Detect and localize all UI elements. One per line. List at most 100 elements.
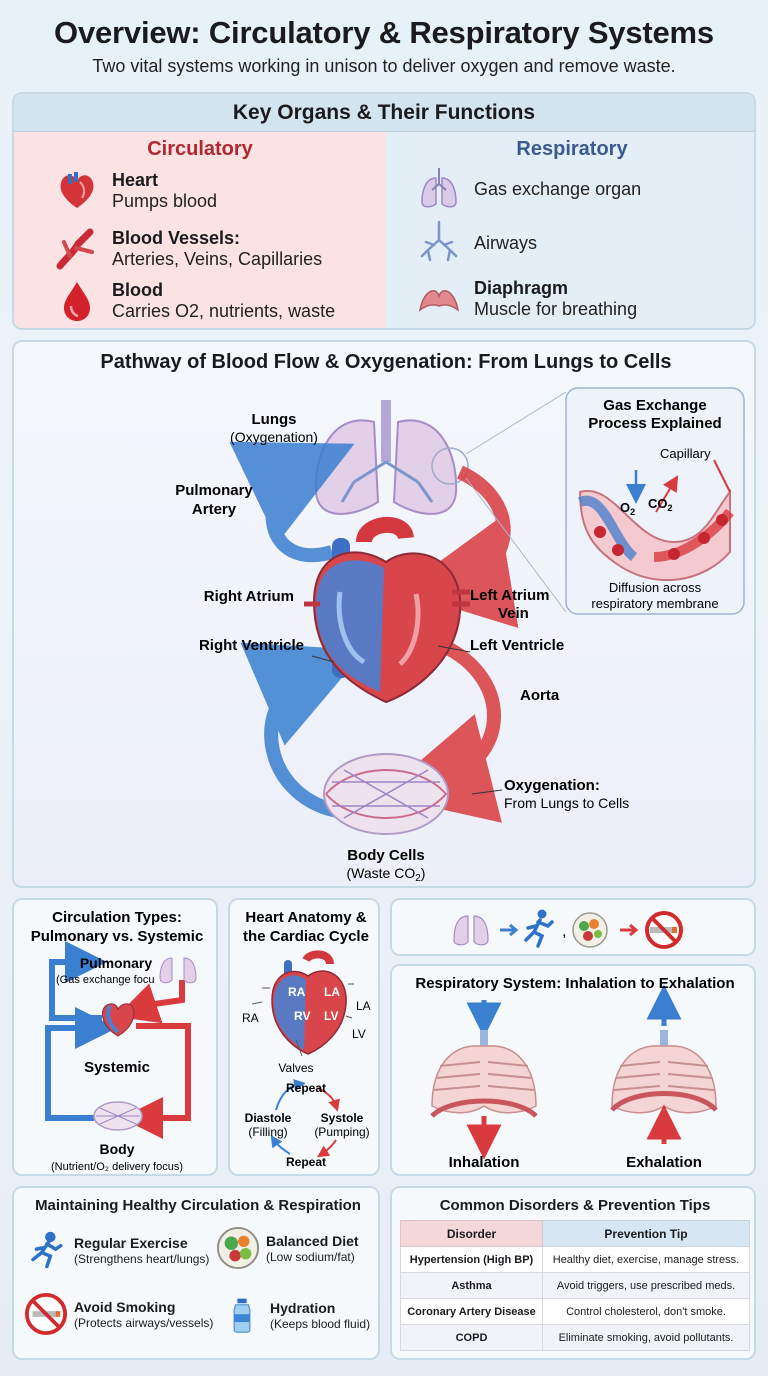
ha-valves: Valves xyxy=(278,1061,313,1075)
pathway-panel: Pathway of Blood Flow & Oxygenation: Fro… xyxy=(12,340,756,888)
running-icon xyxy=(524,909,554,948)
lungs-illustration xyxy=(314,400,469,515)
organ-diaphragm-name: Diaphragm xyxy=(474,278,569,298)
circ-pulmonary: Pulmonary xyxy=(80,955,153,971)
table-cell-tip: Healthy diet, exercise, manage stress. xyxy=(542,1246,750,1273)
ha-title-2: the Cardiac Cycle xyxy=(243,928,369,945)
ha-rv-inner: RV xyxy=(294,1009,310,1023)
diaphragm-icon xyxy=(418,290,460,312)
table-cell-tip: Avoid triggers, use prescribed meds. xyxy=(542,1272,750,1299)
table-row: Hypertension (High BP) Healthy diet, exe… xyxy=(400,1246,750,1273)
tip-hydration-name: Hydration xyxy=(270,1300,336,1316)
gas-exchange-inset xyxy=(465,387,745,615)
disorders-title: Common Disorders & Prevention Tips xyxy=(439,1197,711,1214)
tip-smoking-name: Avoid Smoking xyxy=(74,1299,176,1315)
tip-diet-name: Balanced Diet xyxy=(266,1233,359,1249)
gas-exchange-o2: O2 xyxy=(620,500,635,517)
circulation-types-diagram: Circulation Types: Pulmonary vs. Systemi… xyxy=(31,909,204,1173)
label-left-ventricle: Left Ventricle xyxy=(470,637,564,654)
ha-ra-outer: RA xyxy=(242,1011,259,1025)
resp-cycle-title: Respiratory System: Inhalation to Exhala… xyxy=(415,975,734,992)
label-body-cells-sub: (Waste CO2) xyxy=(347,865,426,884)
label-body-cells: Body Cells xyxy=(347,847,425,864)
table-header-disorder: Disorder xyxy=(400,1220,543,1247)
table-row: COPD Eliminate smoking, avoid pollutants… xyxy=(400,1324,750,1351)
organ-heart-name: Heart xyxy=(112,170,159,190)
blood-drop-icon xyxy=(64,282,90,321)
diet-icon xyxy=(216,1226,260,1270)
disorders-panel: Common Disorders & Prevention Tips Disor… xyxy=(390,1186,756,1360)
resp-inhalation: Inhalation xyxy=(449,1154,520,1171)
ha-la-outer: LA xyxy=(356,999,371,1013)
tip-exercise: Regular Exercise(Strengthens heart/lungs… xyxy=(26,1230,209,1270)
ha-lv-inner: LV xyxy=(324,1009,338,1023)
organ-heart-desc: Pumps blood xyxy=(112,191,218,211)
circ-body-sub: (Nutrient/O₂ delivery focus) xyxy=(51,1161,183,1173)
lungs-icon xyxy=(421,168,457,208)
key-organs-title: Key Organs & Their Functions xyxy=(232,101,536,124)
table-cell-disorder: Coronary Artery Disease xyxy=(400,1298,543,1325)
icon-strip-separator: , xyxy=(562,923,566,940)
table-cell-disorder: COPD xyxy=(400,1324,543,1351)
ha-repeat-top: Repeat xyxy=(286,1081,326,1095)
label-oxygenation: Oxygenation: xyxy=(504,777,600,794)
organ-airways: Airways xyxy=(416,220,537,266)
organ-blood-name: Blood xyxy=(112,280,163,300)
organ-blood-vessels: Blood Vessels:Arteries, Veins, Capillari… xyxy=(54,226,322,272)
circulation-types-panel: Circulation Types: Pulmonary vs. Systemi… xyxy=(12,898,218,1176)
pathway-title: Pathway of Blood Flow & Oxygenation: Fro… xyxy=(100,351,672,373)
ha-diastole: Diastole xyxy=(245,1111,292,1125)
healthy-title: Maintaining Healthy Circulation & Respir… xyxy=(35,1197,361,1214)
label-lungs: Lungs xyxy=(252,411,297,428)
gas-exchange-co2: CO2 xyxy=(648,496,673,513)
circ-title-2: Pulmonary vs. Systemic xyxy=(31,928,204,945)
inhalation-illustration xyxy=(430,1000,538,1160)
tip-exercise-desc: (Strengthens heart/lungs) xyxy=(74,1252,210,1266)
ha-la-inner: LA xyxy=(324,985,340,999)
respiratory-cycle-panel: Respiratory System: Inhalation to Exhala… xyxy=(390,964,756,1176)
organ-lungs: Gas exchange organ xyxy=(416,166,641,212)
table-cell-disorder: Asthma xyxy=(400,1272,543,1299)
ha-systole: Systole xyxy=(321,1111,364,1125)
header: Overview: Circulatory & Respiratory Syst… xyxy=(0,0,768,88)
organ-airways-desc: Airways xyxy=(474,233,538,253)
gas-exchange-title-2: Process Explained xyxy=(588,415,721,432)
gas-exchange-caption-2: respiratory membrane xyxy=(591,596,718,611)
organ-blood-vessels-name: Blood Vessels: xyxy=(112,228,241,248)
gas-exchange-caption-1: Diffusion across xyxy=(609,580,702,595)
ha-systole-sub: (Pumping) xyxy=(314,1125,369,1139)
table-cell-tip: Control cholesterol, don't smoke. xyxy=(542,1298,750,1325)
heart-icon xyxy=(60,172,94,208)
tip-smoking: Avoid Smoking(Protects airways/vessels) xyxy=(24,1292,213,1336)
ha-diastole-sub: (Filling) xyxy=(248,1125,287,1139)
circ-body: Body xyxy=(100,1141,135,1157)
table-row: Coronary Artery Disease Control choleste… xyxy=(400,1298,750,1325)
heart-illustration xyxy=(304,516,470,704)
table-cell-tip: Eliminate smoking, avoid pollutants. xyxy=(542,1324,750,1351)
ha-lv-outer: LV xyxy=(352,1027,366,1041)
table-row: Asthma Avoid triggers, use prescribed me… xyxy=(400,1272,750,1299)
organ-lungs-desc: Gas exchange organ xyxy=(474,179,642,199)
gas-exchange-capillary: Capillary xyxy=(660,446,711,461)
ha-title-1: Heart Anatomy & xyxy=(245,909,366,926)
arrow-right-icon xyxy=(500,923,519,937)
tip-diet-desc: (Low sodium/fat) xyxy=(266,1250,355,1264)
label-pulmonary-artery-2: Artery xyxy=(192,501,237,518)
ha-ra-inner: RA xyxy=(288,985,306,999)
tip-hydration-desc: (Keeps blood fluid) xyxy=(270,1317,371,1331)
blood-vessels-icon xyxy=(56,228,94,270)
circ-title-1: Circulation Types: xyxy=(52,909,182,926)
arrow-right-icon xyxy=(620,923,639,937)
tip-hydration: Hydration(Keeps blood fluid) xyxy=(224,1292,370,1338)
healthy-tips-panel: Maintaining Healthy Circulation & Respir… xyxy=(12,1186,380,1360)
heart-anatomy-diagram: Heart Anatomy & the Cardiac Cycle RA LA … xyxy=(242,909,371,1169)
label-aorta: Aorta xyxy=(520,687,560,704)
label-pulmonary-artery-1: Pulmonary xyxy=(175,482,253,499)
systemic-vein-flow xyxy=(240,642,366,819)
disorders-table: Disorder Prevention Tip Hypertension (Hi… xyxy=(400,1220,750,1351)
organ-blood-vessels-desc: Arteries, Veins, Capillaries xyxy=(112,249,323,269)
